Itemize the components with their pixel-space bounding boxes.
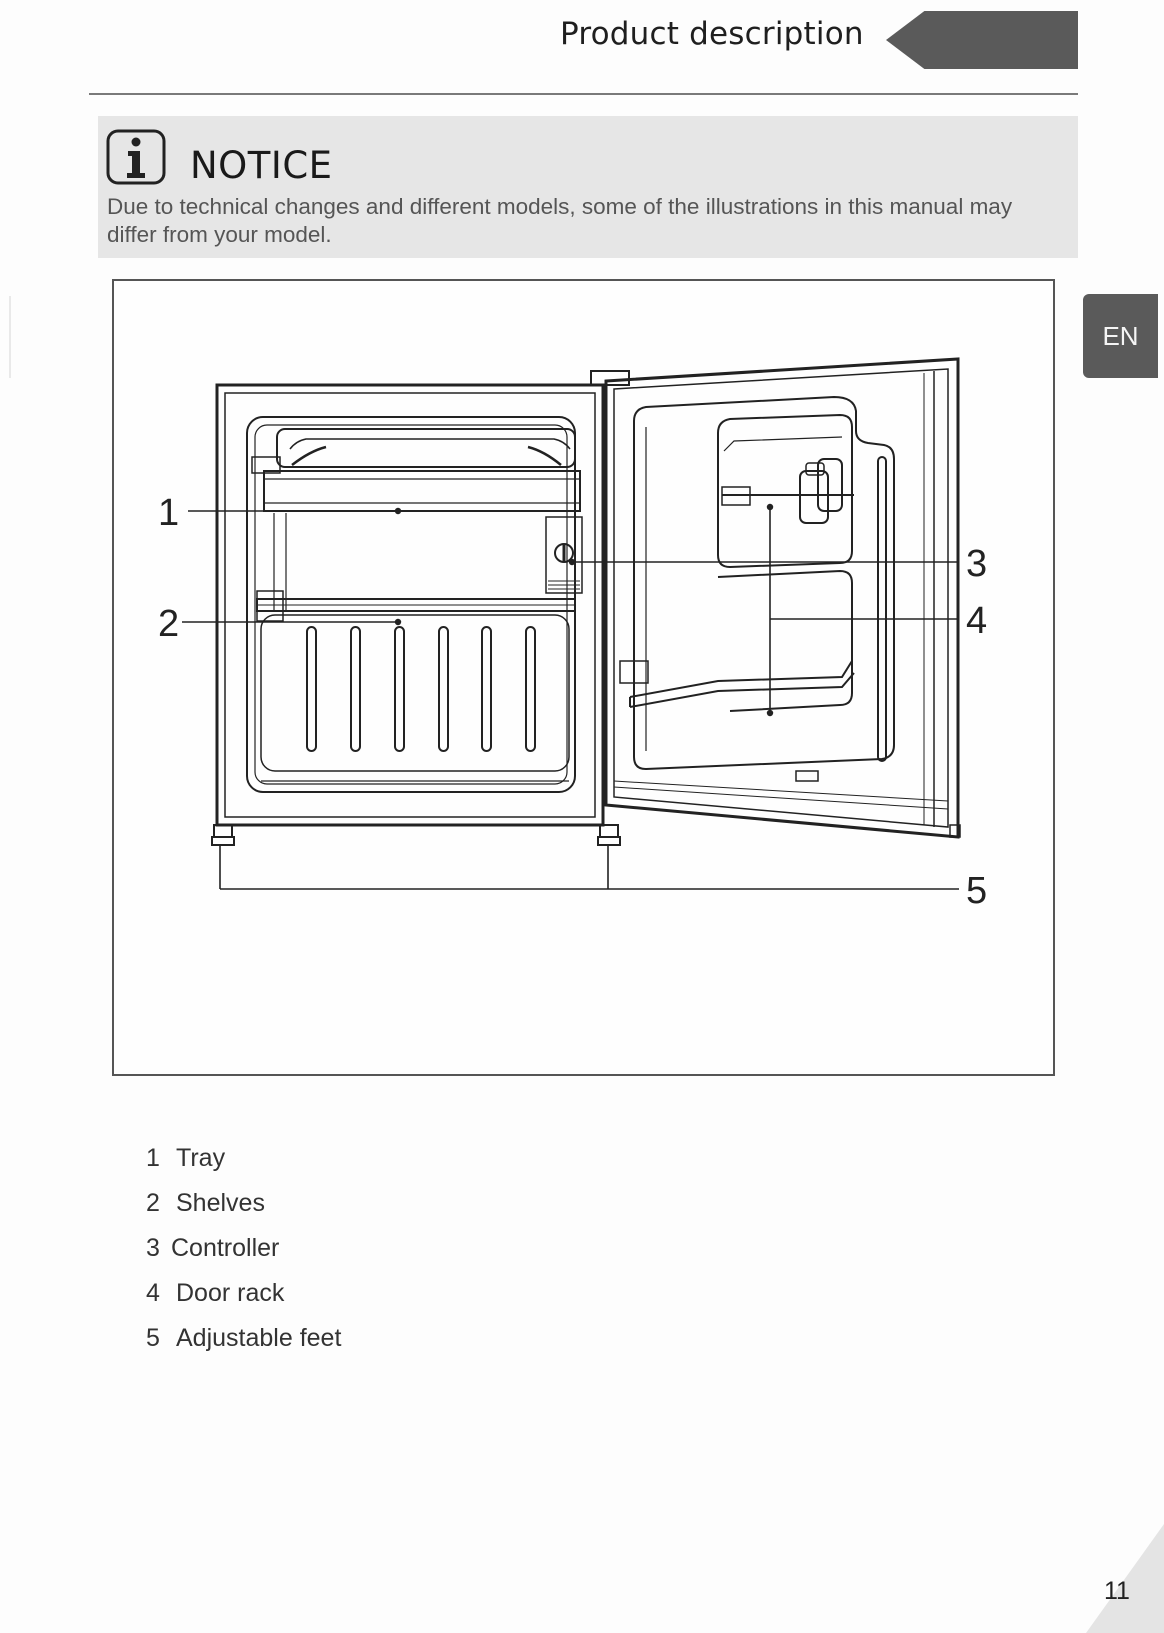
- margin-mark: [9, 296, 11, 378]
- refrigerator-diagram: 1 2 3 4 5: [158, 357, 987, 912]
- legend-number: 1: [146, 1144, 160, 1172]
- tray-drawing: [251, 428, 581, 512]
- legend-label: Adjustable feet: [176, 1324, 342, 1352]
- legend-item: 5 Adjustable feet: [146, 1316, 341, 1361]
- product-figure: 1 2 3 4 5: [112, 279, 1055, 1076]
- info-icon: [106, 129, 166, 185]
- notice-box: NOTICE Due to technical changes and diff…: [98, 116, 1078, 258]
- legend-label: Shelves: [176, 1189, 265, 1217]
- legend-number: 2: [146, 1189, 160, 1217]
- legend-item: 2 Shelves: [146, 1181, 341, 1226]
- feet-drawing: [211, 824, 621, 846]
- notice-text: Due to technical changes and different m…: [107, 194, 1013, 247]
- notice-title: NOTICE: [190, 144, 333, 187]
- legend-number: 5: [146, 1324, 160, 1352]
- shelf-drawing: [256, 590, 576, 622]
- controller-drawing: [545, 516, 583, 594]
- legend-label: Tray: [176, 1144, 226, 1172]
- page-title: Product description: [560, 16, 864, 52]
- header-tab-marker: [886, 11, 1078, 69]
- callout-3: 3: [966, 543, 987, 585]
- door-drawing: [604, 357, 961, 839]
- page-number: 11: [1104, 1577, 1130, 1605]
- legend-item: 3 Controller: [146, 1226, 341, 1271]
- cabinet-body: [215, 383, 605, 827]
- callout-2: 2: [158, 603, 179, 645]
- legend-number: 4: [146, 1279, 160, 1307]
- legend-label: Controller: [171, 1234, 280, 1262]
- callout-dots: [394, 503, 774, 717]
- language-tab: EN: [1083, 294, 1158, 378]
- callout-1: 1: [158, 492, 179, 534]
- legend-item: 4 Door rack: [146, 1271, 341, 1316]
- callout-5: 5: [966, 870, 987, 912]
- legend-label: Door rack: [176, 1279, 285, 1307]
- legend-number: 3: [146, 1234, 160, 1262]
- crisper-slots: [306, 626, 536, 752]
- callout-4: 4: [966, 600, 987, 642]
- header-divider: [89, 93, 1078, 95]
- callout-leaders: [182, 507, 959, 890]
- legend-item: 1 Tray: [146, 1136, 341, 1181]
